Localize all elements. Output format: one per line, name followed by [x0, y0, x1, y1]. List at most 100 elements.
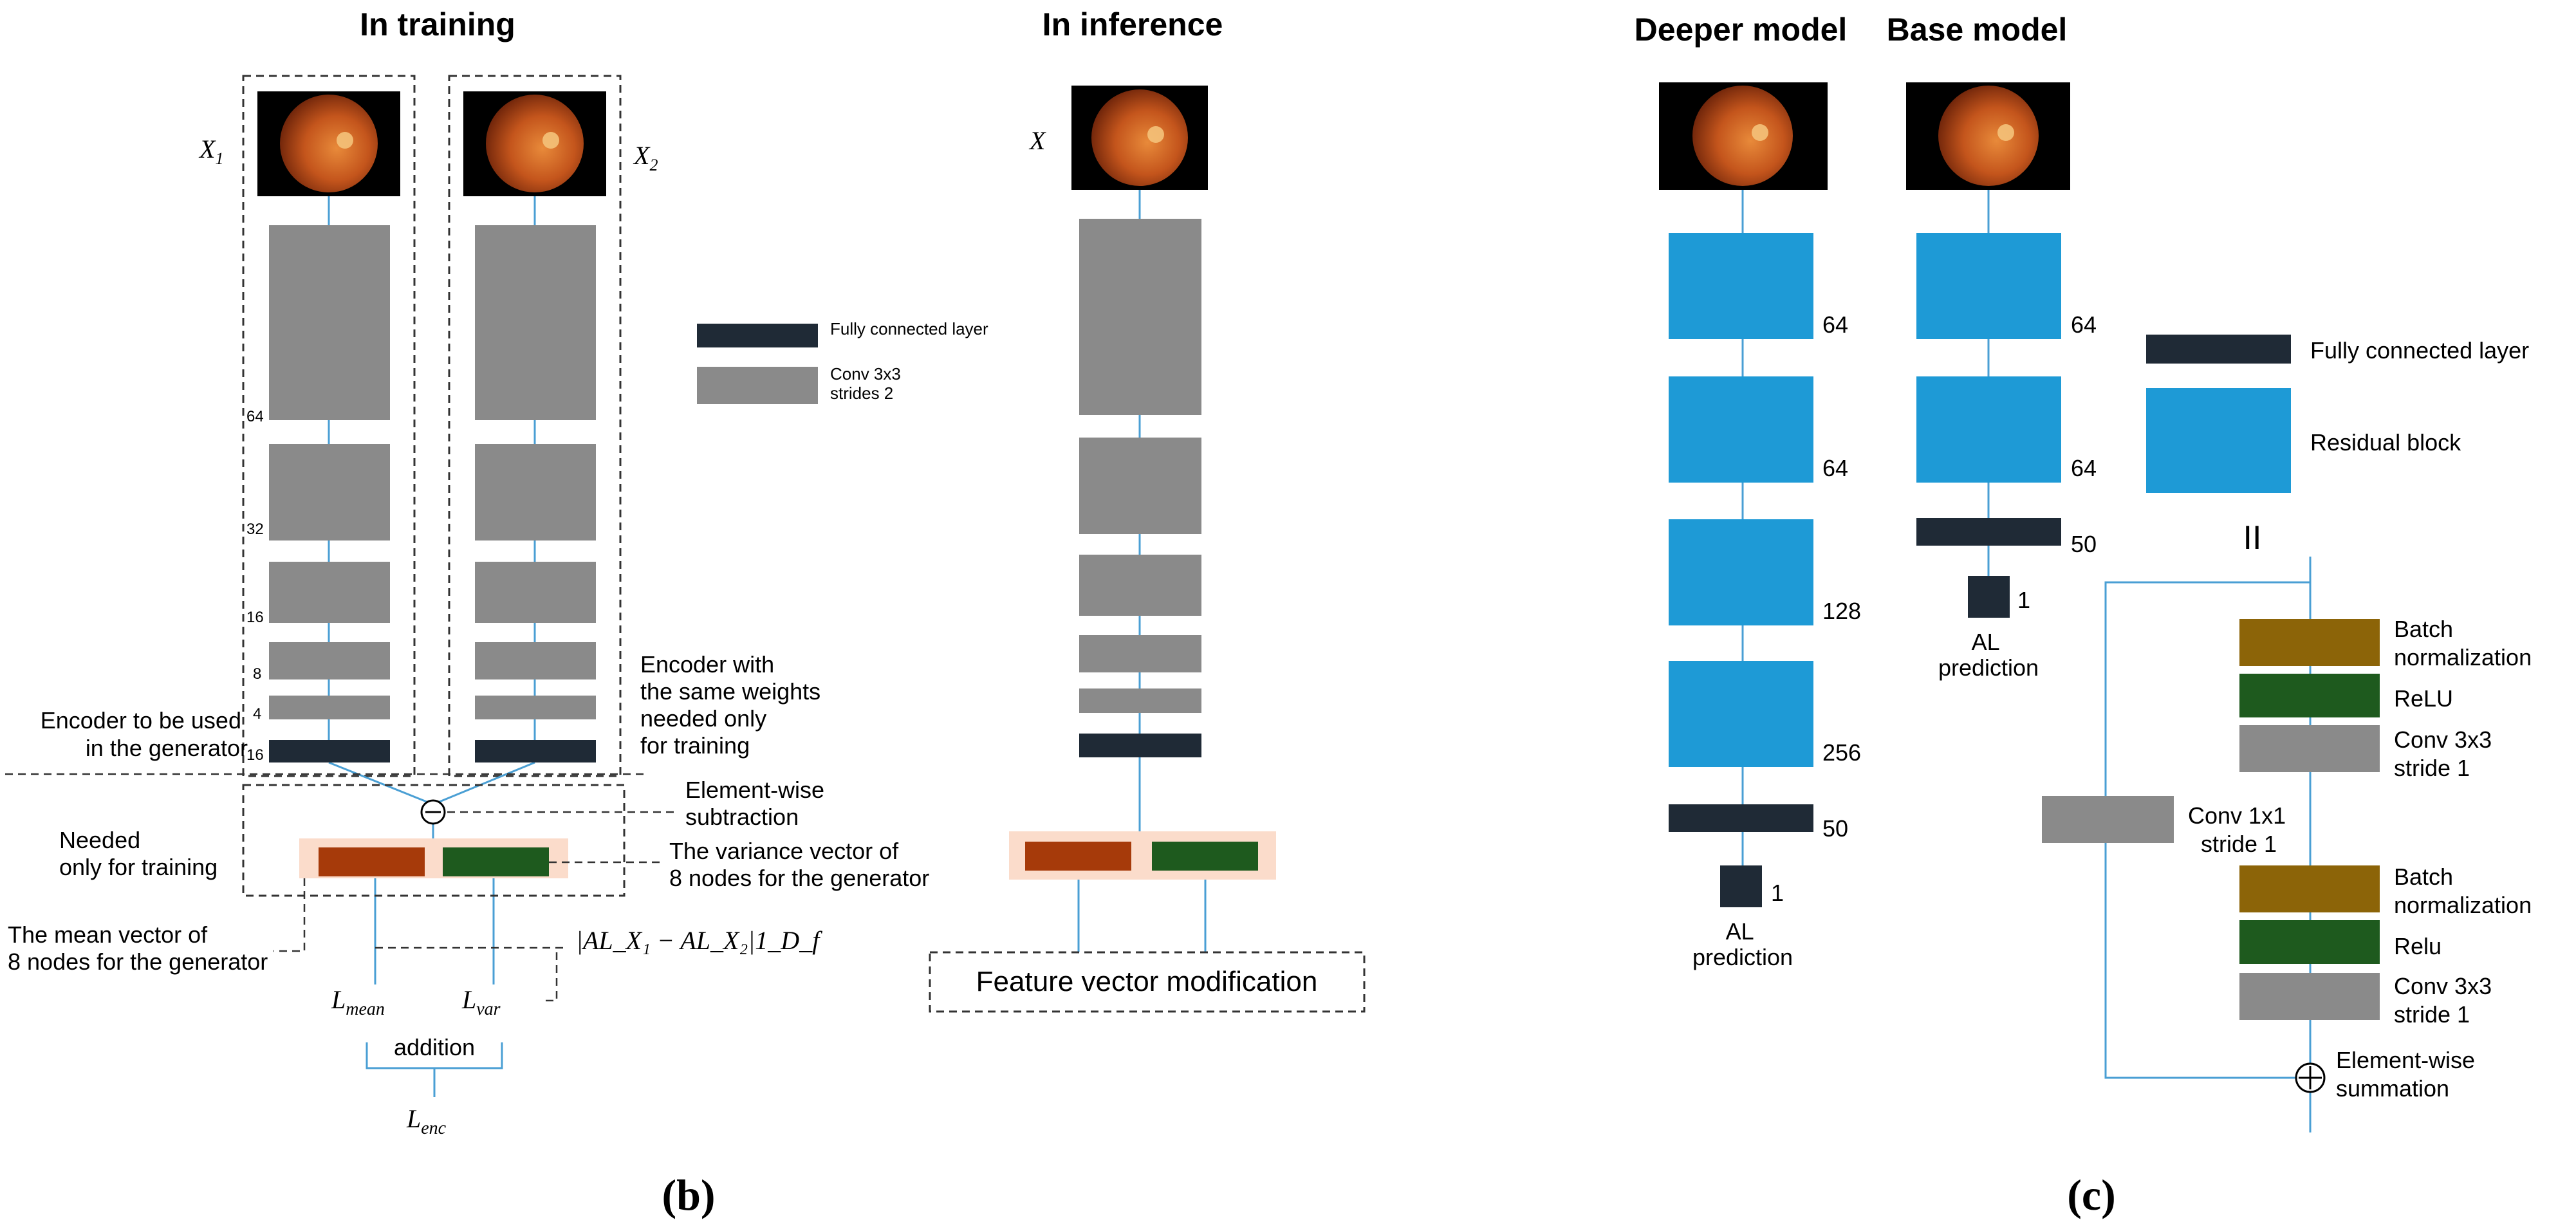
feature-modification-box [929, 951, 1366, 1013]
encoder-left-layers [269, 225, 390, 762]
conv-layer [2239, 973, 2380, 1020]
output-label: AL prediction [1692, 918, 1793, 970]
formula-leader-var [546, 952, 558, 1002]
inference-section: In inference X Feature vector modificati… [929, 6, 1366, 1013]
training-only-note: Needed only for training [59, 827, 218, 880]
conv-layer [269, 225, 390, 420]
loss-mean: Lmean [331, 985, 385, 1019]
block-size: 256 [1822, 739, 1861, 766]
residual-block [1669, 233, 1813, 339]
encoder-right-layers [475, 225, 596, 762]
layer-size: 64 [246, 408, 264, 425]
loss-var: Lvar [461, 985, 501, 1019]
fc-size: 50 [2071, 531, 2097, 557]
base-model-section: Base model 64 64 50 1 AL prediction [1887, 12, 2097, 681]
training-title: In training [360, 6, 515, 42]
fc-layer [1079, 734, 1201, 757]
equals-sign: II [2243, 519, 2262, 557]
addition-label: addition [394, 1034, 475, 1060]
conv-layer [475, 562, 596, 623]
legend-b: Fully connected layer Conv 3x3 strides 2 [697, 319, 988, 404]
conv-layer [269, 642, 390, 679]
inference-input-label: X [1028, 126, 1046, 155]
legend-residual-label: Residual block [2310, 429, 2461, 456]
mean-note: The mean vector of 8 nodes for the gener… [8, 921, 268, 975]
batch-norm-layer [2239, 865, 2380, 912]
encoder-left-box [242, 75, 416, 777]
conv-layer [269, 562, 390, 623]
output-size: 1 [1771, 880, 1784, 906]
bn2-label: Batch normalization [2394, 864, 2532, 918]
block-size: 64 [2071, 455, 2097, 481]
shortcut-label: Conv 1x1 stride 1 [2188, 802, 2292, 857]
residual-block [1916, 233, 2061, 339]
conv-layer [475, 225, 596, 420]
inference-title: In inference [1042, 6, 1223, 42]
block-size: 64 [2071, 311, 2097, 338]
layer-size: 8 [253, 665, 261, 683]
conv-layer [475, 642, 596, 679]
base-model-title: Base model [1887, 12, 2068, 48]
inference-input-image [1071, 86, 1208, 190]
legend-conv-label: Conv 3x3 strides 2 [830, 364, 905, 403]
fc-layer [475, 740, 596, 762]
summation-label: Element-wise summation [2336, 1047, 2481, 1102]
loss-formula: |AL_X₁ − AL_X₂|1_D_f [576, 926, 822, 955]
legend-fc-label: Fully connected layer [830, 319, 988, 338]
fc-size: 50 [1822, 815, 1848, 842]
batch-norm-layer [2239, 619, 2380, 666]
fc-layer [1669, 804, 1813, 832]
bn1-label: Batch normalization [2394, 616, 2532, 670]
variance-note: The variance vector of 8 nodes for the g… [669, 838, 929, 891]
residual-block [1669, 376, 1813, 483]
deeper-model-section: Deeper model 64 64 128 256 50 1 AL predi… [1635, 12, 1861, 970]
legend-conv-swatch [697, 367, 818, 404]
output-label: AL prediction [1938, 629, 2039, 681]
inference-variance-vector [1152, 842, 1258, 871]
mean-leader [273, 878, 306, 952]
block-size: 64 [1822, 311, 1848, 338]
legend-fc-swatch [2146, 335, 2291, 364]
conv-layer [475, 696, 596, 719]
conv2-label: Conv 3x3 stride 1 [2394, 973, 2498, 1028]
fc-layer [1916, 518, 2061, 546]
loss-enc: Lenc [406, 1104, 447, 1138]
conv-layer [475, 444, 596, 541]
training-only-box [242, 784, 625, 897]
input-image-x1 [257, 91, 400, 196]
mean-vector [319, 847, 425, 876]
panel-label-c: (c) [2067, 1170, 2115, 1219]
merge-lines [328, 761, 535, 804]
layer-size: 16 [246, 609, 264, 626]
legend-residual-swatch [2146, 388, 2291, 493]
residual-block [1669, 519, 1813, 625]
output-node [1968, 576, 2010, 618]
block-size: 128 [1822, 598, 1861, 624]
layer-size: 4 [253, 705, 261, 723]
layer-size: 32 [246, 521, 264, 538]
base-input-image [1906, 82, 2070, 190]
panel-label-b: (b) [662, 1170, 715, 1219]
encoder-generator-note: Encoder to be used in the generator [41, 707, 248, 761]
relu2-label: Relu [2394, 933, 2442, 959]
conv-layer [1079, 635, 1201, 672]
conv-layer [2239, 725, 2380, 772]
residual-detail: Batch normalization ReLU Conv 3x3 stride… [2042, 557, 2532, 1132]
residual-block [1669, 661, 1813, 767]
conv1-label: Conv 3x3 stride 1 [2394, 726, 2498, 781]
summation-operator [2295, 1062, 2326, 1093]
legend-fc-swatch [697, 324, 818, 347]
feature-modification-label: Feature vector modification [976, 966, 1318, 997]
training-section: In training X1 X2 [5, 6, 929, 1219]
deeper-input-image [1659, 82, 1828, 190]
output-size: 1 [2017, 587, 2030, 613]
conv-layer [269, 696, 390, 719]
legend-fc-label: Fully connected layer [2310, 337, 2529, 364]
residual-block [1916, 376, 2061, 483]
conv-layer [1079, 438, 1201, 534]
variance-vector [443, 847, 549, 876]
block-size: 64 [1822, 455, 1848, 481]
conv-layer [1079, 688, 1201, 713]
encoder-right-box [448, 75, 622, 777]
relu-layer [2239, 674, 2380, 717]
